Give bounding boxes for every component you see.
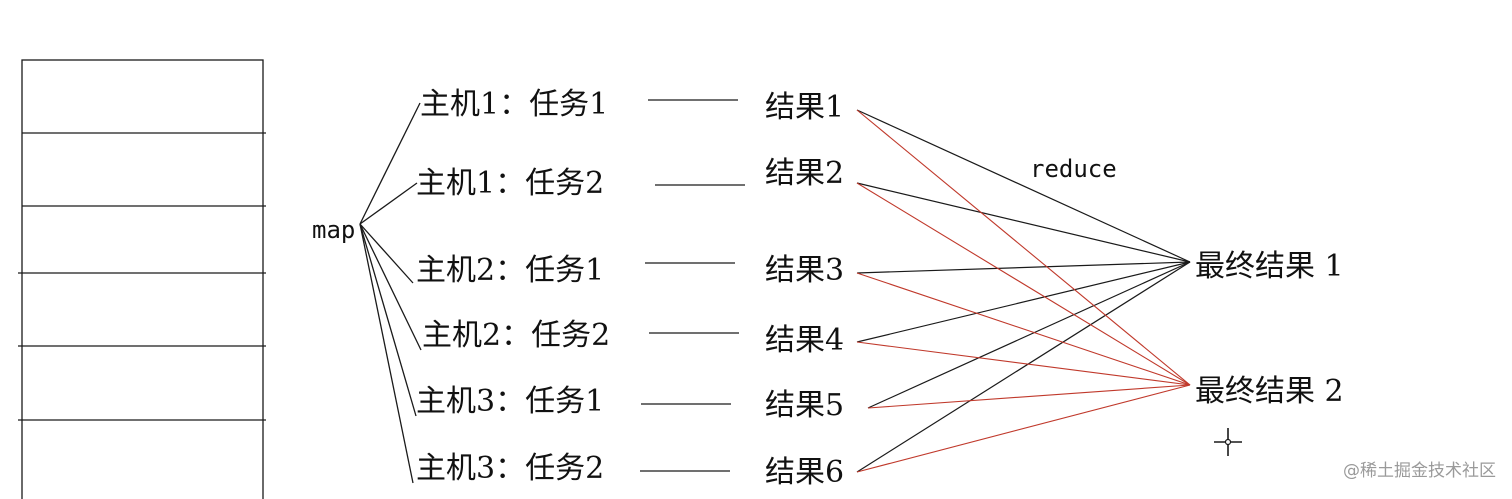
task-label: 主机2：任务1 [416,253,604,288]
reduce-connector-final-2 [856,272,1191,386]
data-blocks [18,59,266,499]
reduce-connector-final-2 [867,384,1191,409]
task-label: 主机3：任务1 [416,384,604,419]
map-connector [359,223,417,417]
tasks-group: 主机1：任务1 主机1：任务2 主机2：任务1 主机2：任务2 主机3：任务1 … [416,87,610,486]
result-label: 结果3 [765,253,844,288]
reduce-connector-final-1 [856,261,1191,343]
data-block-frame [21,59,264,499]
reduce-connector-final-2 [856,182,1191,386]
task-result-connectors [640,99,745,472]
reduce-connector-final-2 [856,384,1191,473]
map-lines [359,102,422,484]
result-label: 结果6 [765,455,844,490]
results-group: 结果1 结果2 结果3 结果4 结果5 结果6 [765,90,844,490]
map-connector [359,182,418,225]
task-label: 主机1：任务2 [416,166,604,201]
map-connector [359,223,414,484]
reduce-connector-final-2 [856,341,1191,386]
result-label: 结果5 [765,388,844,423]
result-label: 结果4 [765,323,844,358]
watermark-text: @稀土掘金技术社区 [1343,461,1496,481]
map-label: map [312,216,355,244]
task-label: 主机3：任务2 [416,451,604,486]
reduce-connector-final-2 [856,109,1191,386]
map-connector [359,102,421,225]
reduce-connector-final-1 [856,109,1191,263]
task-label: 主机2：任务2 [422,318,610,353]
reduce-connector-final-1 [856,261,1191,473]
final-result-label: 最终结果 1 [1195,249,1344,284]
reduce-connector-final-1 [856,261,1191,274]
task-label: 主机1：任务1 [420,87,608,122]
map-connector [359,223,422,351]
result-label: 结果1 [765,90,844,125]
final-result-label: 最终结果 2 [1195,374,1344,409]
reduce-connector-final-1 [867,261,1191,409]
map-connector [359,223,414,284]
crosshair-cursor-icon [1214,428,1242,456]
reduce-connector-final-1 [856,182,1191,263]
reduce-lines [856,109,1191,473]
reduce-label: reduce [1030,155,1117,183]
result-label: 结果2 [765,156,844,191]
